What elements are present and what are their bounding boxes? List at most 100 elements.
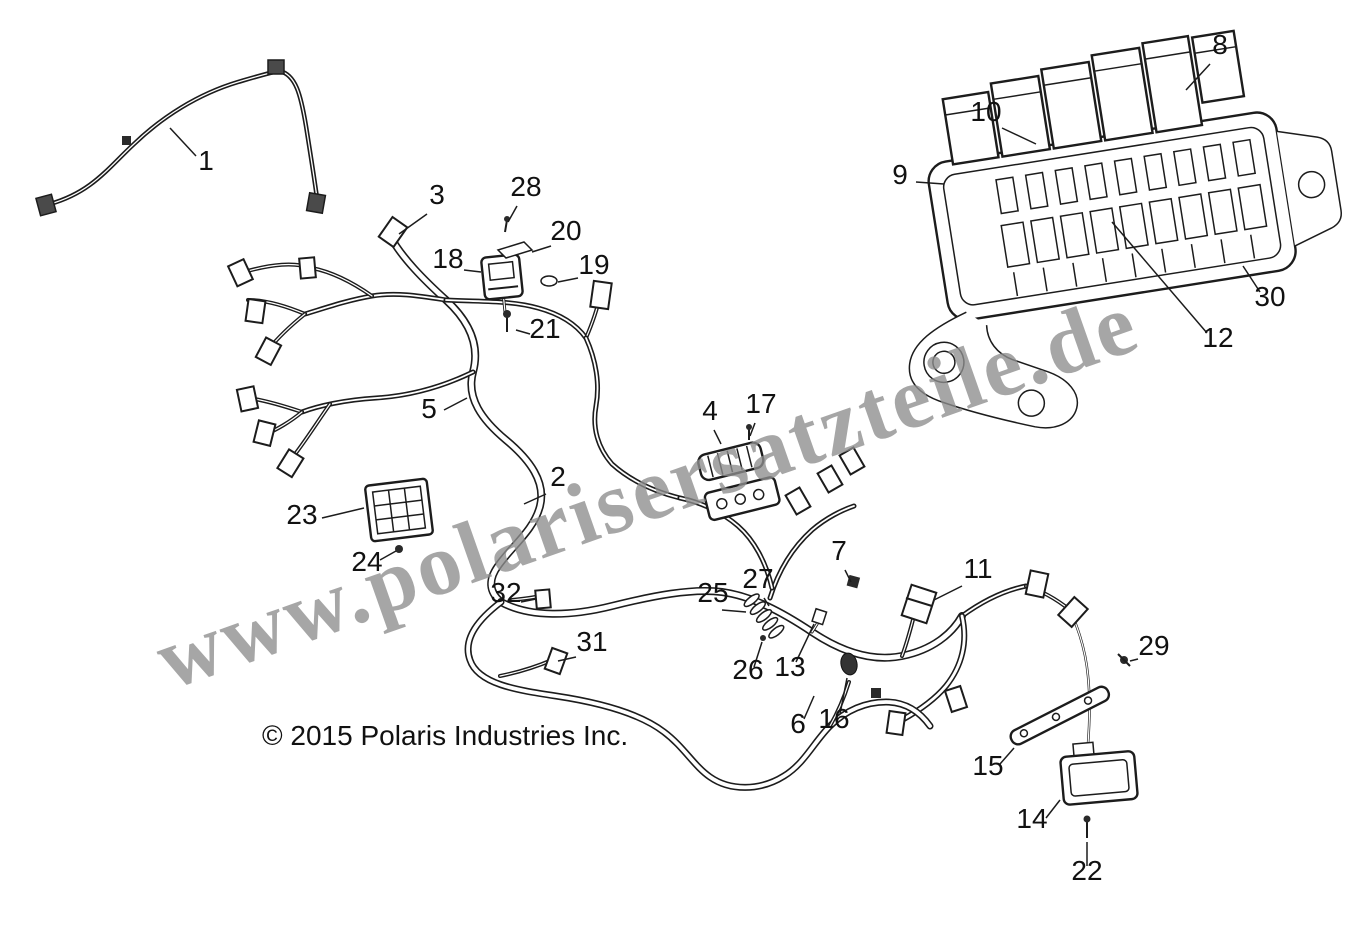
connector-shape [784,486,812,516]
harness-wire [1068,608,1091,746]
connector-shape [543,646,569,676]
callout-leader-23 [321,507,365,519]
callout-16: 16 [818,703,849,734]
mount-hole [1017,389,1046,417]
harness-wire [311,267,373,297]
connector-shape [377,215,409,249]
regulator-module [1059,741,1139,806]
callout-1: 1 [198,145,214,176]
washer [540,275,558,287]
callout-leader-31 [557,656,577,662]
relay-module [480,253,524,301]
mount-hole [932,350,956,375]
harness-clip [871,688,881,698]
screw-head [746,424,752,430]
callout-24: 24 [351,546,382,577]
connector-shape [35,193,57,217]
callout-leader-29 [1129,658,1139,662]
connector-shape [900,583,938,625]
callout-leader-28 [507,205,518,223]
cable-clip [122,136,131,145]
callout-17: 17 [745,388,776,419]
bolt [760,635,766,641]
tray-ribs [1012,234,1256,297]
screw [1117,653,1131,667]
callout-leader-32 [520,598,537,603]
harness-wire [49,70,318,205]
harness-clip [846,574,861,589]
callout-25: 25 [697,577,728,608]
connector-shape [885,709,907,737]
screw-head [503,310,511,318]
harness-clip [811,607,828,626]
callout-2: 2 [550,461,566,492]
callout-leader-14 [1045,799,1061,819]
connector-shape [1056,595,1090,629]
harness-wire [961,585,1027,617]
callout-leader-9 [915,181,945,185]
fuse-row [995,138,1257,215]
callout-leader-16 [839,677,848,715]
callout-20: 20 [550,215,581,246]
connector-shape [534,588,552,610]
callout-4: 4 [702,395,718,426]
callout-21: 21 [529,313,560,344]
callout-10: 10 [970,96,1001,127]
harness-wire [466,600,932,790]
callout-leader-20 [531,245,552,253]
callout-leader-17 [749,422,756,437]
callout-31: 31 [576,626,607,657]
callout-leader-7 [844,569,852,583]
callout-leader-1 [169,127,197,157]
harness-wire [679,497,773,589]
callout-3: 3 [429,179,445,210]
harness-wire [498,588,965,661]
callout-5: 5 [421,393,437,424]
mount-bracket [496,241,534,259]
grommet [840,652,858,676]
callout-leader-3 [398,213,428,235]
harness-wire [310,266,374,298]
connector-shape [589,279,613,311]
callout-27: 27 [742,563,773,594]
callout-8: 8 [1212,29,1228,60]
callout-leader-2 [523,493,547,505]
callout-leader-26 [753,641,763,668]
fuse-block [697,441,781,522]
callout-13: 13 [774,651,805,682]
connector-shape [943,684,969,714]
callout-11: 11 [963,553,992,584]
callout-leader-12 [1111,221,1208,334]
callout-leader-19 [557,277,579,283]
callout-leader-18 [463,269,482,273]
callout-22: 22 [1071,855,1102,886]
callout-32: 32 [490,577,521,608]
connector-shape [226,257,255,288]
connector-shape [816,464,844,494]
callout-28: 28 [510,171,541,202]
callout-leader-13 [795,623,815,663]
callout-leader-21 [515,329,531,335]
connector-shape [267,59,285,75]
control-module [364,477,434,543]
callout-leader-27 [763,597,770,607]
callout-19: 19 [578,249,609,280]
connector-shape [252,419,277,448]
harness-wire [585,337,681,499]
bolt-head [1083,815,1091,823]
mount-strap [1009,685,1111,746]
harness-wire [1069,609,1091,745]
relay-block [941,29,1246,166]
harness-wire [959,583,1029,619]
callout-9: 9 [892,159,908,190]
callout-leader-5 [443,397,468,411]
callout-23: 23 [286,499,317,530]
connector-shape [276,448,305,479]
callout-leader-11 [933,585,963,601]
mount-hole [1297,170,1326,199]
callout-leader-4 [713,429,722,445]
callout-6: 6 [790,708,806,739]
connector-shape [235,385,260,413]
callout-leader-25 [721,609,747,613]
